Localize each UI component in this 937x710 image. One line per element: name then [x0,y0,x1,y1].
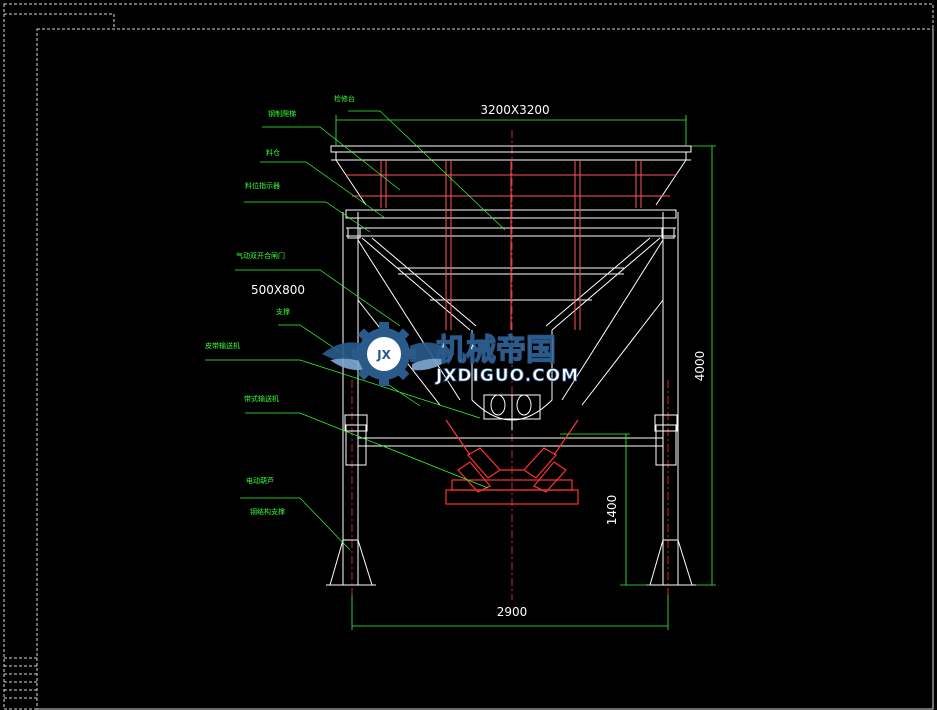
watermark-badge: JX [376,348,391,362]
label-level-indicator: 料位指示器 [245,181,280,190]
label-hoist: 电动葫芦 [246,476,274,485]
gear-icon: JX [352,322,416,386]
center-lines [351,130,669,600]
dim-lower-height: 1400 [605,495,619,526]
label-ladder: 钢制爬梯 [268,109,296,118]
dimension-lines [335,115,716,630]
label-pneumatic-gate: 气动双开合闸门 [236,251,285,260]
belt-conveyor [445,419,579,505]
sheet-frame [3,3,934,710]
wings-icon [322,342,455,371]
leader-lines [205,110,506,551]
watermark-en: JXDIGUO.COM [435,366,579,386]
label-support: 支撑 [276,307,290,316]
label-belt-conveyor-2: 带式输送机 [244,394,279,403]
label-steel-support: 钢结构支撑 [250,507,285,516]
dim-base-width: 2900 [497,605,528,619]
dim-height: 4000 [693,351,707,382]
dim-gate-size: 500X800 [251,283,305,297]
watermark-cn: 机械帝国 [436,333,556,368]
label-belt-conveyor-1: 皮带输送机 [205,341,240,350]
label-bin: 料仓 [266,148,280,157]
dim-top-width: 3200X3200 [480,103,549,117]
bin-posts [346,160,676,330]
watermark-logo: JX 机械帝国 JXDIGUO.COM [322,322,579,386]
label-platform: 检修台 [334,94,355,103]
